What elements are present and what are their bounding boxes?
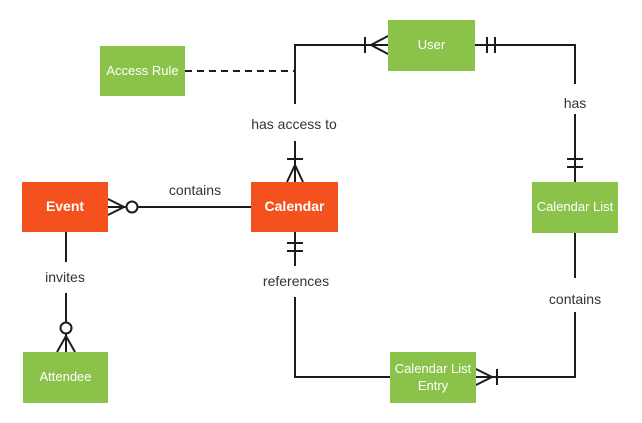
connector-line — [475, 44, 576, 84]
entity-label: Calendar List — [536, 199, 614, 215]
entity-label: Calendar — [264, 198, 325, 215]
crows-foot-marker — [107, 198, 127, 216]
relationship-label-contains-list: contains — [548, 291, 602, 307]
relationship-label-has: has — [563, 95, 587, 111]
connector-line — [294, 44, 388, 104]
connector-line — [294, 297, 390, 378]
connector-contains-list — [475, 233, 576, 386]
entity-label: Attendee — [39, 369, 92, 385]
entity-label: Calendar List Entry — [394, 361, 472, 393]
relationship-label-has-access-to: has access to — [251, 116, 337, 132]
relationship-label-contains-event: contains — [168, 182, 222, 198]
relationship-label-references: references — [262, 273, 330, 289]
zero-circle-marker — [59, 321, 73, 335]
crows-foot-marker — [368, 35, 389, 55]
entity-access-rule: Access Rule — [100, 46, 185, 96]
crows-foot-marker — [475, 368, 495, 386]
entity-calendar: Calendar — [251, 182, 338, 232]
entity-label: Event — [45, 198, 85, 215]
connector-invites — [56, 232, 76, 353]
connector-line — [476, 312, 576, 378]
connector-contains-event — [107, 198, 251, 216]
zero-circle-marker — [125, 200, 139, 214]
entity-attendee: Attendee — [23, 352, 108, 403]
crows-foot-marker — [56, 333, 76, 353]
relationship-label-invites: invites — [45, 269, 85, 285]
entity-calendar-list-entry: Calendar List Entry — [390, 352, 476, 403]
entity-label: User — [417, 37, 446, 53]
entity-user: User — [388, 20, 475, 71]
connector-has — [475, 37, 583, 182]
connector-references — [287, 232, 390, 378]
entity-event: Event — [22, 182, 108, 232]
crows-foot-marker — [286, 162, 304, 183]
entity-calendar-list: Calendar List — [532, 182, 618, 233]
entity-label: Access Rule — [106, 62, 179, 78]
connector-has-access-to — [286, 35, 389, 183]
